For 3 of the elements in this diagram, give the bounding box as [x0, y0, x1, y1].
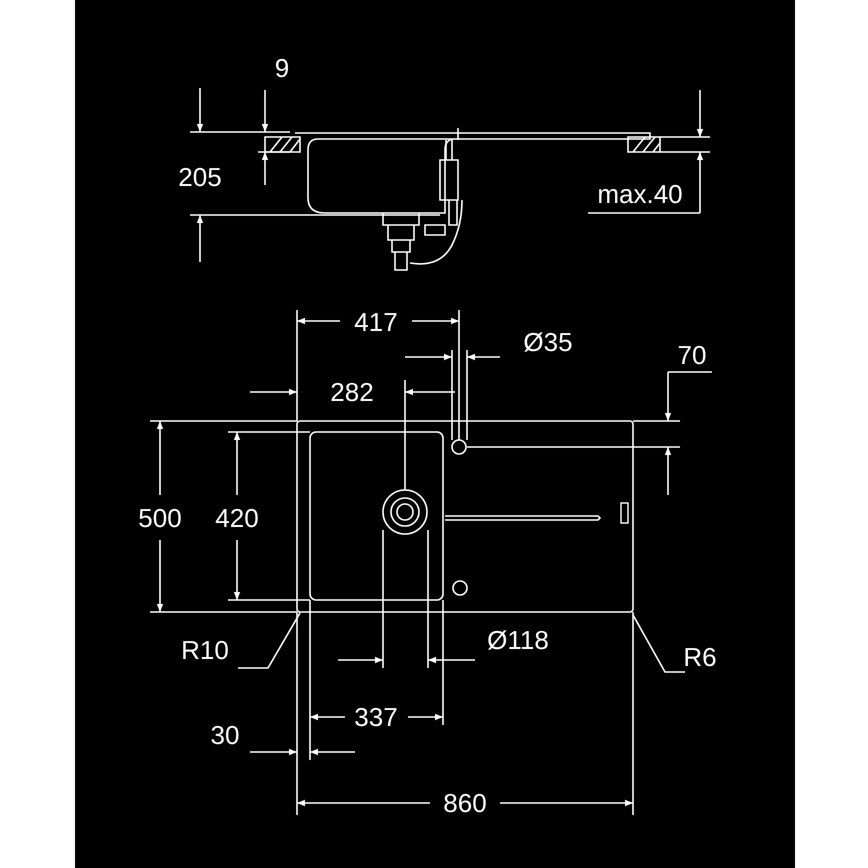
leader-line: [632, 614, 685, 673]
leader-line: [238, 612, 301, 669]
sink-top-view-drawing: [296, 420, 634, 613]
